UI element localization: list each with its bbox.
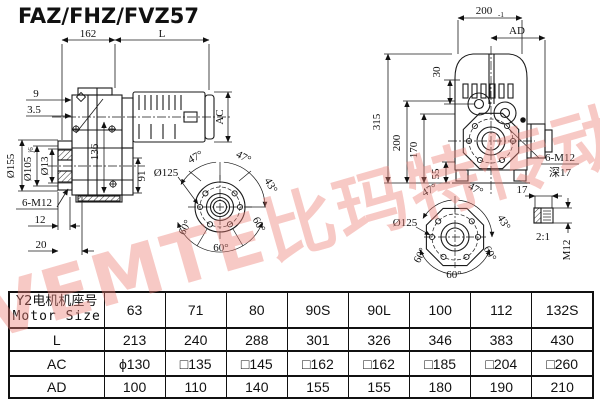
table-cell: □145 xyxy=(225,350,288,377)
table-cell: □204 xyxy=(470,350,533,377)
row-label: AD xyxy=(8,375,105,399)
table-cell: 210 xyxy=(531,375,594,399)
col-header: 71 xyxy=(164,291,227,329)
header-motor-size-cn: Y2电机机座号 xyxy=(16,294,98,310)
table-cell: 240 xyxy=(164,327,227,352)
dim-20-label: 20 xyxy=(36,239,48,251)
flange-right-d125-label: Ø125 xyxy=(393,217,418,229)
technical-drawing: 162 L 9 3.5 Ø155 Ø105 j6 Ø13 136 91 6-M1… xyxy=(5,5,579,281)
table-cell: 180 xyxy=(409,375,472,399)
table-cell: ϕ130 xyxy=(103,350,166,377)
table-cell: 346 xyxy=(409,327,472,352)
flange-view-left xyxy=(177,161,268,253)
table-cell: 383 xyxy=(470,327,533,352)
col-header: 90S xyxy=(286,291,350,329)
angle-label: 60° xyxy=(213,242,228,254)
table-cell: 100 xyxy=(103,375,166,399)
dim-3-5-label: 3.5 xyxy=(27,104,41,116)
table-cell: 155 xyxy=(347,375,411,399)
dim-6m12-right-label: 6-M12 xyxy=(545,152,575,164)
dim-170-label: 170 xyxy=(408,141,420,158)
table-cell: 213 xyxy=(103,327,166,352)
dim-depth17-label: 深17 xyxy=(549,166,571,179)
side-view-labels: 162 L 9 3.5 Ø155 Ø105 j6 Ø13 136 91 6-M1… xyxy=(5,28,226,251)
col-header: 112 xyxy=(470,291,533,329)
col-header: 80 xyxy=(225,291,288,329)
table-cell: 430 xyxy=(531,327,594,352)
table-cell: 155 xyxy=(286,375,350,399)
table-row-L: L 213 240 288 301 326 346 383 430 xyxy=(8,327,594,352)
dim-d13-label: Ø13 xyxy=(39,156,51,175)
angle-label: 60° xyxy=(176,218,194,237)
dim-12-label: 12 xyxy=(35,214,46,226)
dim-17-label: 17 xyxy=(517,184,529,196)
motor-size-table: Y2电机机座号 Motor Size 63 71 80 90S 90L 100 … xyxy=(8,291,594,399)
table-cell: 190 xyxy=(470,375,533,399)
dim-d105-tol-label: j6 xyxy=(27,147,35,154)
dim-30-label: 30 xyxy=(431,66,443,78)
dim-200-tol-label: -1 xyxy=(498,11,504,19)
page-title: FAZ/FHZ/FVZ57 xyxy=(18,4,199,28)
dim-AC-label: AC xyxy=(214,109,226,124)
table-cell: 288 xyxy=(225,327,288,352)
row-label: AC xyxy=(8,350,105,377)
angle-label: 60° xyxy=(250,215,268,234)
angle-label: 43° xyxy=(262,176,280,195)
table-row-AD: AD 100 110 140 155 155 180 190 210 xyxy=(8,375,594,399)
side-view-dimensions xyxy=(16,37,232,255)
col-header: 90L xyxy=(347,291,411,329)
side-view xyxy=(48,87,232,203)
angle-label: 47° xyxy=(186,148,205,166)
table-cell: 326 xyxy=(347,327,411,352)
row-label: L xyxy=(8,327,105,352)
table-cell: 110 xyxy=(164,375,227,399)
dim-315-label: 315 xyxy=(371,113,383,130)
table-header-row: Y2电机机座号 Motor Size 63 71 80 90S 90L 100 … xyxy=(8,291,594,329)
flange-view-right xyxy=(415,196,495,275)
flange-left-d125-label: Ø125 xyxy=(154,167,179,179)
dim-55-label: 55 xyxy=(430,168,442,180)
dim-200v-label: 200 xyxy=(391,134,403,151)
angle-label: 43° xyxy=(495,213,513,232)
dim-M12-label: M12 xyxy=(561,240,573,261)
detail-scale-label: 2:1 xyxy=(536,231,550,243)
dim-136-label: 136 xyxy=(89,143,101,160)
table-row-AC: AC ϕ130 □135 □145 □162 □162 □185 □204 □2… xyxy=(8,350,594,377)
dim-162-label: 162 xyxy=(80,28,97,40)
dim-91-label: 91 xyxy=(136,171,148,182)
col-header: 100 xyxy=(409,291,472,329)
angle-label: 60° xyxy=(446,269,461,281)
thread-detail-labels: 17 2:1 M12 xyxy=(517,184,574,260)
angle-label: 47° xyxy=(420,181,439,199)
header-motor-size-en: Motor Size xyxy=(12,309,101,324)
col-header: 63 xyxy=(103,291,166,329)
dim-200-label: 200 xyxy=(476,5,493,17)
table-cell: 140 xyxy=(225,375,288,399)
thread-detail xyxy=(525,193,572,233)
table-cell: □162 xyxy=(286,350,350,377)
table-cell: 301 xyxy=(286,327,350,352)
col-header: 132S xyxy=(531,291,594,329)
table-cell: □260 xyxy=(531,350,594,377)
front-view-dimensions xyxy=(384,15,579,184)
front-view-labels: 200 -1 AD 30 315 200 170 55 6-M12 深17 xyxy=(371,5,575,180)
angle-label: 47° xyxy=(234,148,253,166)
dim-d155-label: Ø155 xyxy=(5,153,17,178)
dim-AD-label: AD xyxy=(509,25,525,37)
dim-d105-label: Ø105 xyxy=(22,156,34,181)
table-cell: □135 xyxy=(164,350,227,377)
bolt-markers xyxy=(72,125,117,188)
front-view xyxy=(448,46,553,195)
table-cell: □162 xyxy=(347,350,411,377)
dim-L-label: L xyxy=(159,28,166,40)
dim-9-label: 9 xyxy=(33,88,39,100)
dim-6m12-label: 6-M12 xyxy=(22,197,52,209)
table-cell: □185 xyxy=(409,350,472,377)
header-motor-size: Y2电机机座号 Motor Size xyxy=(8,291,105,329)
